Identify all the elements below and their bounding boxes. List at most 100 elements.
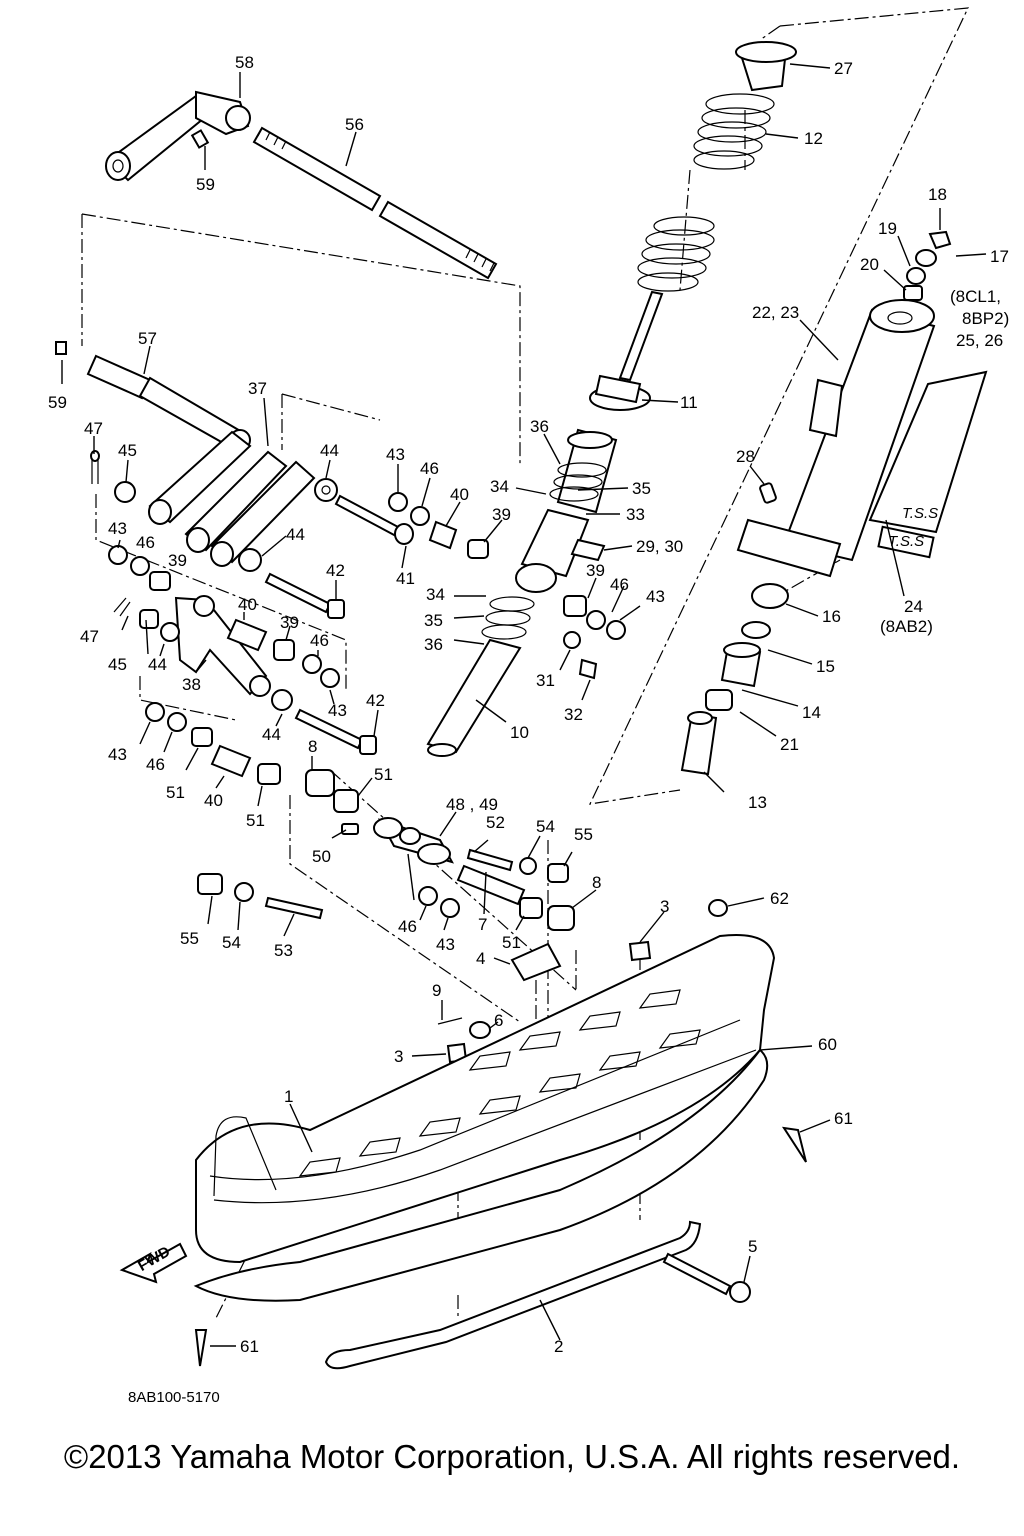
callout-13: 13 [748,793,767,812]
callout-57: 57 [138,329,157,348]
bolt-42-low [294,708,377,755]
callout-46-bot: 46 [146,755,165,774]
callout-58: 58 [235,53,254,72]
callout-36-top: 36 [530,417,549,436]
callout-55-left: 55 [180,929,199,948]
bump-stops-16-13 [680,583,789,776]
callout-8BP2: 8BP2) [962,309,1009,328]
stud-53-and-nuts-left [197,873,324,920]
pivot-48-49 [373,817,455,865]
callout-3-right: 3 [660,897,669,916]
screw-50 [341,823,359,835]
runner-2 [324,1220,702,1370]
callout-33: 33 [626,505,645,524]
spring-seat-27 [735,41,797,92]
ski-bottom-60 [193,1048,769,1302]
shaft-56 [252,126,498,280]
callout-22-23: 22, 23 [752,303,799,322]
collars-lower [210,744,359,813]
callout-15: 15 [816,657,835,676]
copyright-notice: ©2013 Yamaha Motor Corporation, U.S.A. A… [63,1438,961,1475]
callout-24: 24 [904,597,923,616]
callout-44-mid: 44 [286,525,305,544]
callout-8CL1: (8CL1, [950,287,1001,306]
decal-25: T.S.S [868,370,988,534]
bushing-44-top [314,478,338,502]
callout-46-left: 46 [136,533,155,552]
callout-39-right: 39 [586,561,605,580]
callout-43-bot: 43 [108,745,127,764]
link-38 [174,595,271,697]
shock-rod [618,290,664,382]
leader-lines [61,63,987,1347]
callout-14: 14 [802,703,821,722]
callout-39-mid: 39 [280,613,299,632]
callout-43-left: 43 [108,519,127,538]
callout-44-low: 44 [148,655,167,674]
callout-47-low: 47 [80,627,99,646]
figure-code: 8AB100-5170 [128,1389,220,1406]
washers-lower-left [139,609,213,747]
callout-numbers: 58 56 59 27 12 18 19 17 20 (8CL1, 8BP2) … [48,53,1009,1356]
callout-35-top: 35 [632,479,651,498]
callout-51-right: 51 [374,765,393,784]
callout-44-bot: 44 [262,725,281,744]
spring-12 [637,93,775,292]
callout-42-low: 42 [366,691,385,710]
spring-guide-11 [589,374,651,411]
callout-4: 4 [476,949,485,968]
collar-40-39-top [428,520,489,559]
callout-50: 50 [312,847,331,866]
collars-40-39-mid [226,618,340,711]
callout-7: 7 [478,915,487,934]
callout-46-right: 46 [610,575,629,594]
callout-36-low: 36 [424,635,443,654]
callout-28: 28 [736,447,755,466]
callout-40-bot: 40 [204,791,223,810]
callout-40-top: 40 [450,485,469,504]
svg-text:T.S.S: T.S.S [902,505,938,522]
callout-45-low: 45 [108,655,127,674]
callout-12: 12 [804,129,823,148]
callout-56: 56 [345,115,364,134]
callout-47-top: 47 [84,419,103,438]
callout-2: 2 [554,1337,563,1356]
callout-44-top: 44 [320,441,339,460]
callout-10: 10 [510,723,529,742]
cotter-pin-47-low [113,597,131,617]
callout-45-top: 45 [118,441,137,460]
callout-17: 17 [990,247,1009,266]
callout-61-left: 61 [240,1337,259,1356]
callout-52: 52 [486,813,505,832]
callout-42-top: 42 [326,561,345,580]
carbide-studs-61 [194,1126,807,1367]
callout-54-right: 54 [536,817,555,836]
callout-6: 6 [494,1011,503,1030]
callout-59-lower: 59 [48,393,67,412]
callout-60: 60 [818,1035,837,1054]
shaft-7 [418,864,575,931]
callout-51-mid: 51 [246,811,265,830]
small-parts-31-32 [563,631,598,680]
shock-reservoir-22 [736,299,936,578]
callout-5: 5 [748,1237,757,1256]
callout-54-left: 54 [222,933,241,952]
callout-40-mid: 40 [238,595,257,614]
callout-62: 62 [770,889,789,908]
callout-41: 41 [396,569,415,588]
callout-27: 27 [834,59,853,78]
decal-24: T.S.S [877,525,935,559]
callout-8-bot: 8 [592,873,601,892]
bolt-28 [759,482,777,504]
bolt-41 [334,494,414,545]
svg-text:T.S.S: T.S.S [888,533,924,550]
bolt-42-top [264,572,345,619]
set-screw-59 [190,129,210,149]
shaft-57 [86,354,251,451]
callout-35-low: 35 [424,611,443,630]
callout-8-top: 8 [308,737,317,756]
callout-34-low: 34 [426,585,445,604]
callout-38: 38 [182,675,201,694]
callout-46-mid: 46 [310,631,329,650]
